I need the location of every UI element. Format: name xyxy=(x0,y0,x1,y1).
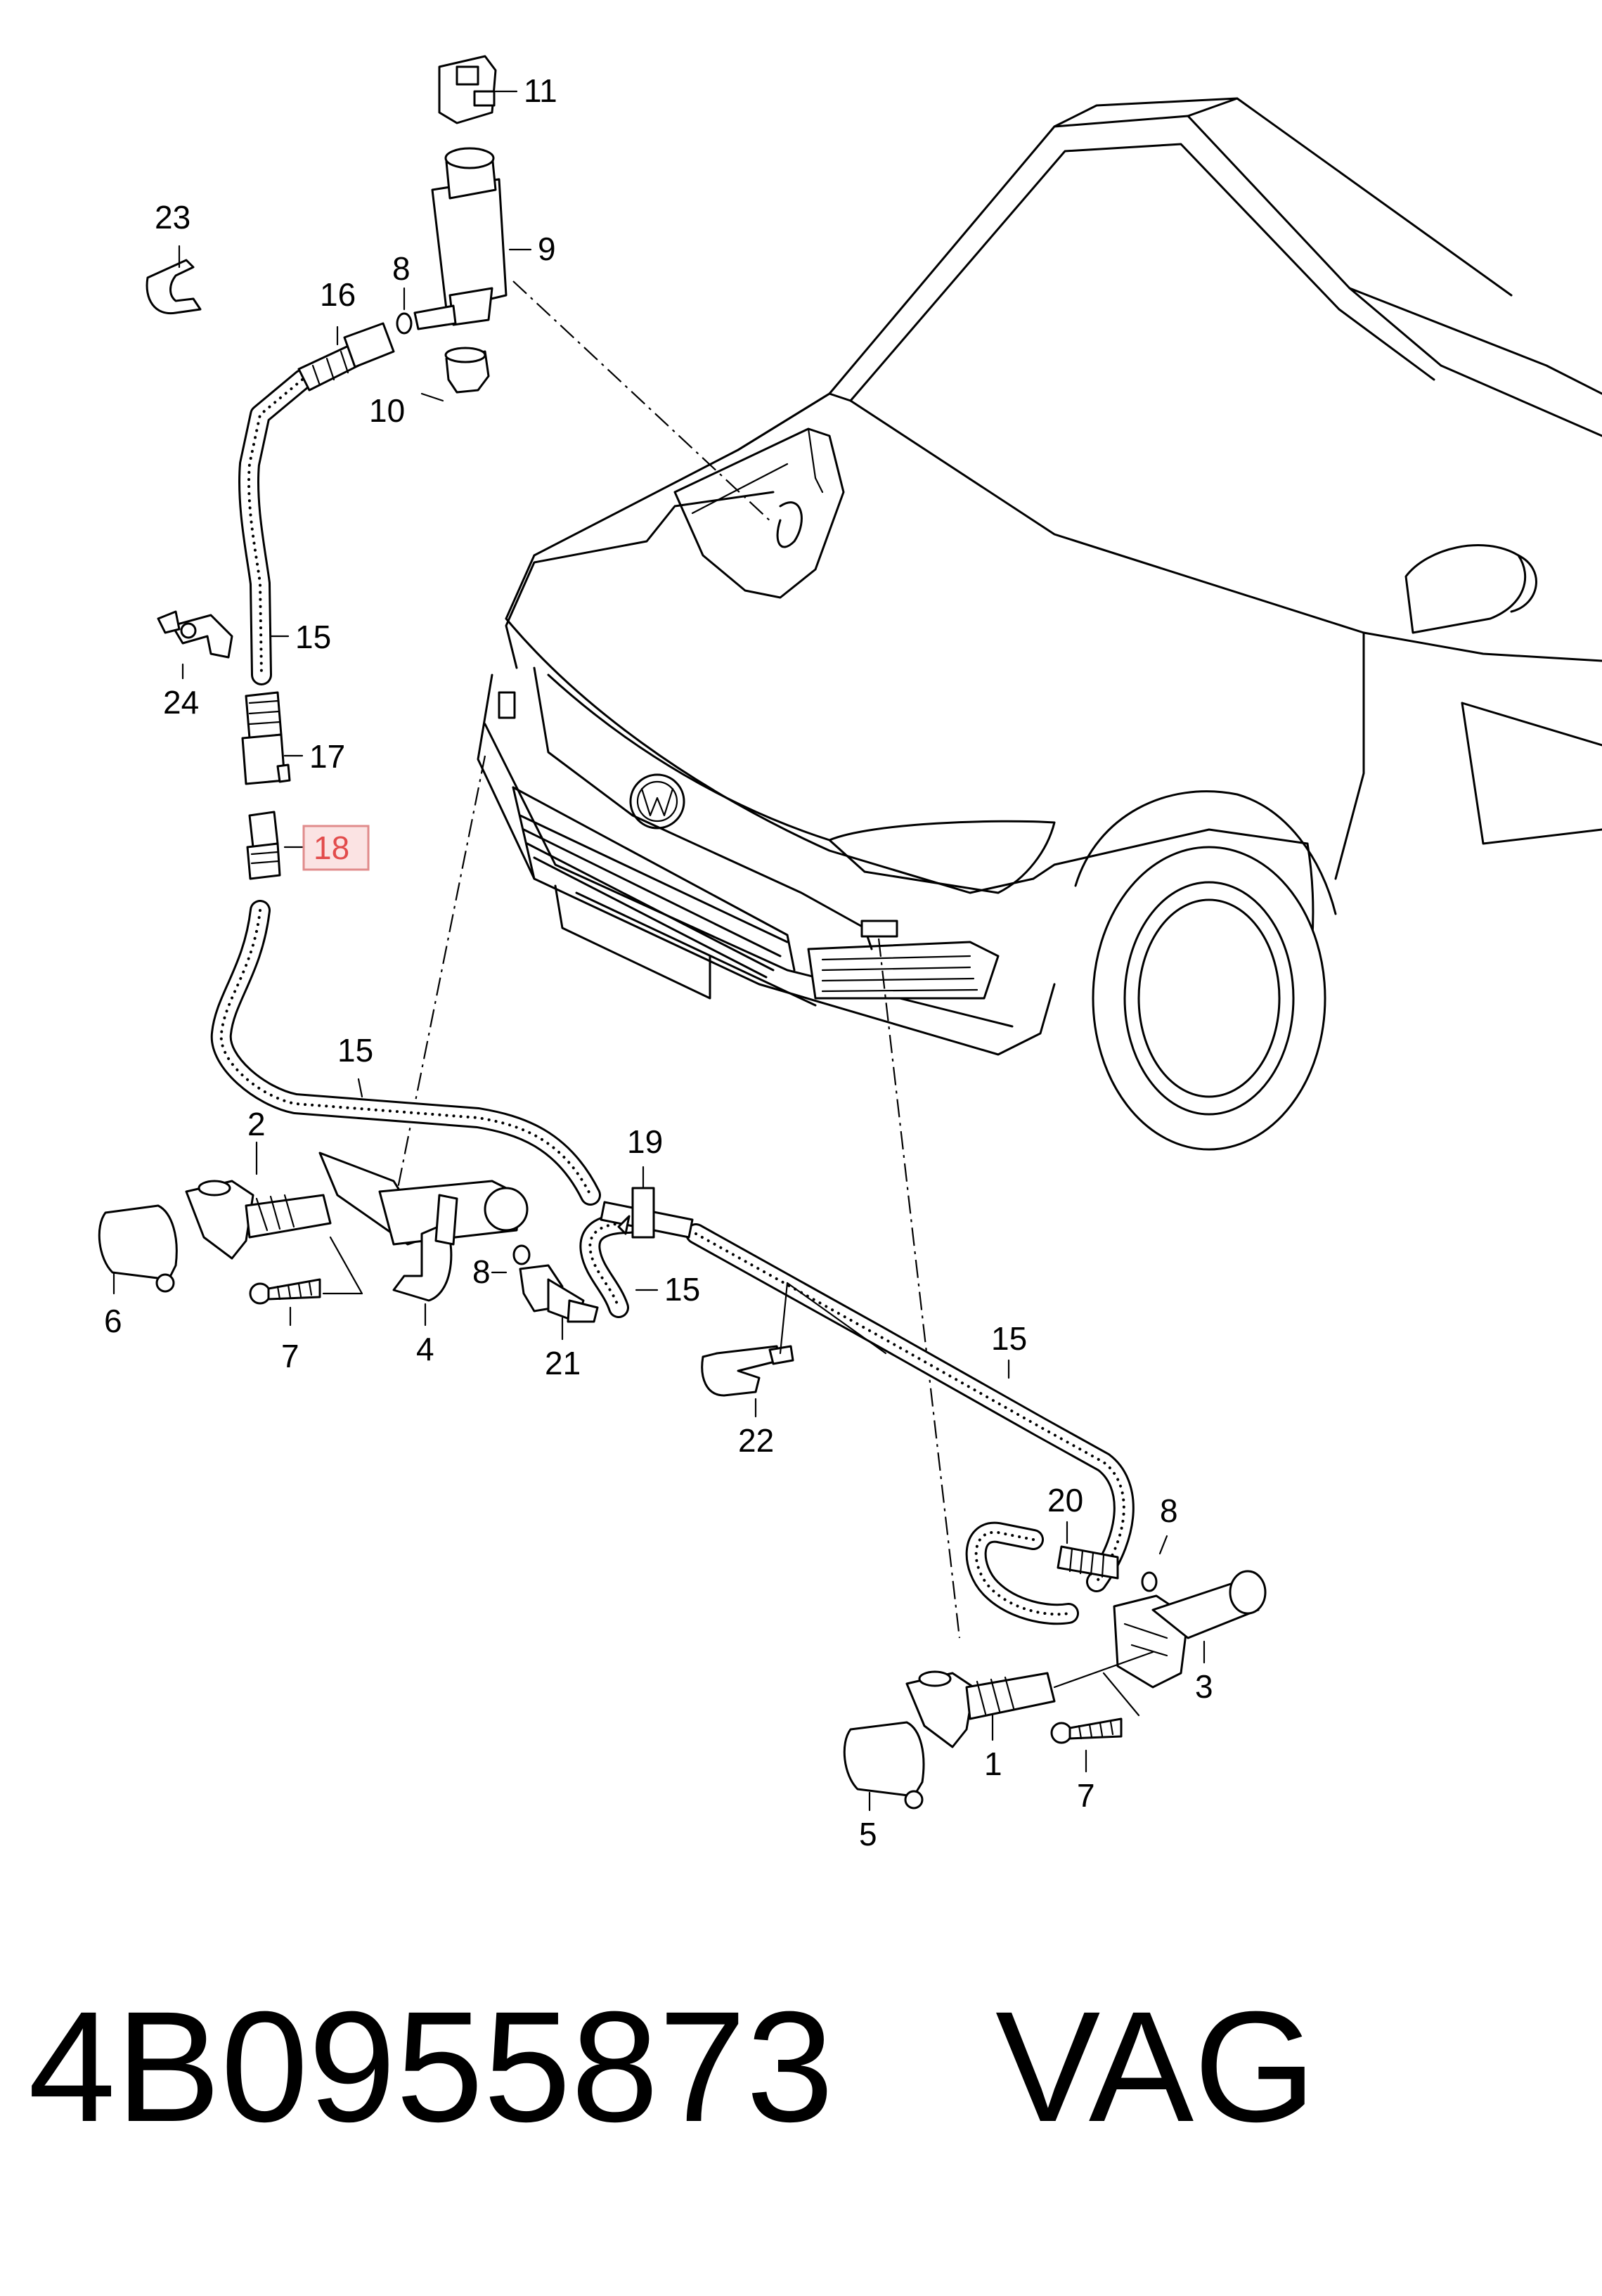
connector-left xyxy=(498,691,516,719)
leader-7-left xyxy=(322,1236,363,1295)
callout-8-mid: 8 xyxy=(472,1253,491,1290)
part-number: 4B0955873 xyxy=(28,1979,834,2155)
callout-17: 17 xyxy=(309,738,345,775)
callout-5: 5 xyxy=(859,1816,877,1852)
callout-15-lower: 15 xyxy=(337,1032,373,1069)
callout-22: 22 xyxy=(738,1422,774,1459)
leader-22 xyxy=(779,1282,887,1355)
part-8-oring-right xyxy=(1141,1571,1158,1592)
callout-24: 24 xyxy=(163,684,199,721)
part-8-oring-top xyxy=(396,312,413,335)
vw-logo xyxy=(629,773,685,830)
callout-10: 10 xyxy=(369,392,405,429)
part-4-bracket xyxy=(318,1152,529,1302)
leader-lines xyxy=(392,280,961,1639)
callout-23: 23 xyxy=(155,199,190,236)
callout-15-right: 15 xyxy=(991,1320,1027,1357)
part-22-clip xyxy=(701,1345,794,1397)
part-24-bracket xyxy=(157,610,233,659)
callout-20: 20 xyxy=(1047,1482,1083,1518)
leader-7-right xyxy=(1102,1672,1140,1717)
part-18-connector xyxy=(246,811,281,880)
callout-18: 18 xyxy=(314,830,349,866)
callout-4: 4 xyxy=(416,1331,434,1367)
part-2-washer-nozzle xyxy=(185,1180,332,1260)
callout-8-right: 8 xyxy=(1160,1492,1178,1529)
callout-1: 1 xyxy=(984,1746,1002,1782)
part-7-screw-right xyxy=(1050,1717,1123,1744)
part-16-connector xyxy=(297,322,395,392)
callout-21: 21 xyxy=(545,1345,581,1381)
washer-hoses xyxy=(210,369,1135,1625)
callout-6: 6 xyxy=(104,1303,122,1339)
part-5-cap xyxy=(843,1721,925,1810)
brand-name: VAG xyxy=(995,1979,1317,2155)
part-11-connector xyxy=(438,55,497,124)
callout-3: 3 xyxy=(1195,1668,1213,1705)
callout-16: 16 xyxy=(320,276,356,313)
callout-8-top: 8 xyxy=(392,250,411,287)
callout-2: 2 xyxy=(247,1106,266,1142)
part-10-grommet xyxy=(444,347,490,394)
part-9-washer-pump xyxy=(413,147,508,330)
callout-7-left: 7 xyxy=(281,1338,299,1374)
callout-18-highlight: 18 xyxy=(302,825,370,871)
part-21-elbow xyxy=(519,1264,599,1323)
connector-right xyxy=(860,920,898,938)
part-8-oring-mid xyxy=(512,1244,531,1265)
part-7-screw-left xyxy=(249,1278,321,1305)
callout-15-upper: 15 xyxy=(295,619,331,655)
callout-11: 11 xyxy=(524,72,557,109)
part-17-connector xyxy=(241,691,291,785)
part-1-washer-nozzle xyxy=(905,1651,1154,1748)
callout-15-loop: 15 xyxy=(664,1271,700,1308)
part-20-connector xyxy=(1057,1545,1119,1580)
vehicle-outline xyxy=(477,97,1602,1151)
part-23-clip xyxy=(146,259,202,315)
callout-9: 9 xyxy=(538,231,556,267)
callout-7-right: 7 xyxy=(1077,1777,1095,1814)
part-6-cap xyxy=(98,1204,178,1293)
part-3-bracket xyxy=(1113,1570,1267,1689)
callout-labels: 11 9 8 10 16 23 15 24 17 18 15 2 6 7 4 8… xyxy=(104,72,1213,1852)
callout-ticks xyxy=(112,90,1206,1812)
part-19-tee xyxy=(600,1187,694,1239)
callout-19: 19 xyxy=(627,1123,663,1160)
